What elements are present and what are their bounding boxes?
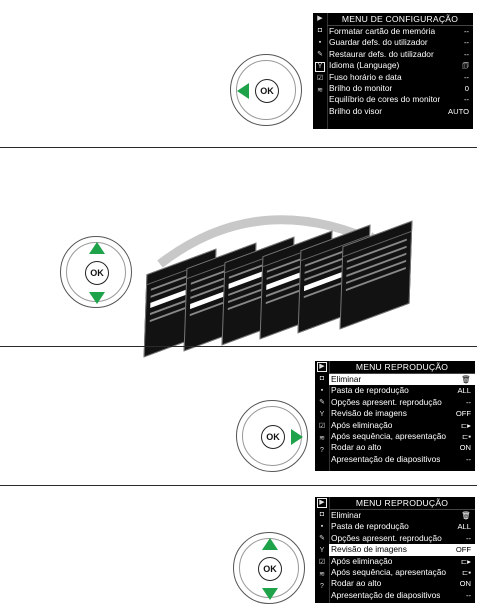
menu-row[interactable]: Após sequência, apresentação⊏▪	[331, 566, 471, 577]
camera-icon: ◘	[319, 375, 325, 383]
menu-row[interactable]: Equilíbrio de cores do monitor--	[329, 94, 469, 105]
retouch-icon: ☑	[318, 559, 326, 567]
recent-icon: ≋	[317, 87, 323, 95]
menu-title: MENU REPRODUÇÃO	[329, 497, 475, 510]
menu-row[interactable]: Após eliminação⊏▸	[331, 419, 471, 430]
menu-row[interactable]: Guardar defs. do utilizador--	[329, 37, 469, 48]
menu-row[interactable]: Restaurar defs. do utilizador--	[329, 48, 469, 59]
camera-screen-playback-menu: ▶ ◘ ▪ ✎ Y ☑ ≋ ? MENU REPRODUÇÃO Eliminar…	[315, 361, 475, 471]
arrow-up-icon	[262, 538, 278, 550]
pencil-icon: ✎	[317, 51, 323, 59]
menu-row[interactable]: Após eliminação⊏▸	[331, 555, 471, 566]
multi-selector-dial: OK	[230, 54, 302, 126]
dial-ring	[236, 60, 296, 120]
camera-screen-playback-menu-scrolled: ▶ ◘ ▪ ✎ Y ☑ ≋ ? MENU REPRODUÇÃO Eliminar…	[315, 497, 475, 603]
menu-row[interactable]: Apresentação de diapositivos--	[331, 589, 471, 600]
recent-icon: ≋	[319, 435, 325, 443]
menu-row[interactable]: Formatar cartão de memória--	[329, 26, 469, 36]
playback-icon: ▶	[317, 498, 327, 508]
wrench-icon: Y	[319, 411, 325, 419]
wrench-icon: Y	[315, 62, 325, 72]
menu-content: MENU REPRODUÇÃO Eliminar🗑 Pasta de repro…	[329, 497, 475, 603]
multi-selector-dial: OK	[236, 400, 308, 472]
wrench-icon: Y	[319, 547, 325, 555]
menu-row[interactable]: Apresentação de diapositivos--	[331, 453, 471, 464]
movie-icon: ▪	[320, 523, 324, 531]
menu-title: MENU REPRODUÇÃO	[329, 361, 475, 374]
arrow-down-icon	[262, 588, 278, 600]
arrow-down-icon	[89, 292, 105, 304]
menu-row[interactable]: Eliminar🗑	[331, 510, 471, 520]
arrow-left-icon	[237, 83, 249, 99]
section-divider	[0, 485, 477, 486]
playback-icon: ▶	[317, 15, 323, 23]
menu-content: MENU REPRODUÇÃO Eliminar🗑 Pasta de repro…	[329, 361, 475, 471]
menu-pages-stack	[143, 220, 435, 358]
help-icon: ?	[320, 447, 324, 455]
ok-button: OK	[258, 557, 282, 581]
menu-row[interactable]: Opções apresent. reprodução--	[331, 532, 471, 543]
help-icon: ?	[320, 583, 324, 591]
camera-icon: ◘	[317, 27, 323, 35]
menu-row[interactable]: Fuso horário e data--	[329, 71, 469, 82]
camera-screen-setup-menu: ▶ ◘ ▪ ✎ Y ☑ ≋ MENU DE CONFIGURAÇÃO Forma…	[313, 13, 473, 129]
menu-sidebar: ▶ ◘ ▪ ✎ Y ☑ ≋	[313, 13, 328, 129]
menu-row[interactable]: Idioma (Language)🗊	[329, 60, 469, 71]
arrow-up-icon	[89, 242, 105, 254]
menu-row-selected[interactable]: Eliminar🗑	[329, 374, 475, 386]
menu-row[interactable]: Após sequência, apresentação⊏▪	[331, 430, 471, 441]
menu-title: MENU DE CONFIGURAÇÃO	[327, 13, 473, 26]
menu-sidebar: ▶ ◘ ▪ ✎ Y ☑ ≋ ?	[315, 361, 330, 471]
recent-icon: ≋	[319, 571, 325, 579]
pencil-icon: ✎	[319, 535, 325, 543]
multi-selector-dial: OK	[60, 236, 132, 308]
movie-icon: ▪	[318, 39, 322, 47]
ok-button: OK	[261, 425, 285, 449]
menu-content: MENU DE CONFIGURAÇÃO Formatar cartão de …	[327, 13, 473, 129]
ok-button: OK	[85, 261, 109, 285]
retouch-icon: ☑	[316, 75, 324, 83]
multi-selector-dial: OK	[233, 532, 305, 604]
section-divider	[0, 147, 477, 148]
pencil-icon: ✎	[319, 399, 325, 407]
playback-icon: ▶	[317, 362, 327, 372]
movie-icon: ▪	[320, 387, 324, 395]
menu-sidebar: ▶ ◘ ▪ ✎ Y ☑ ≋ ?	[315, 497, 330, 603]
menu-row[interactable]: Opções apresent. reprodução--	[331, 396, 471, 407]
retouch-icon: ☑	[318, 423, 326, 431]
camera-icon: ◘	[319, 511, 325, 519]
arrow-right-icon	[291, 429, 303, 445]
ok-button: OK	[255, 79, 279, 103]
section-divider	[0, 346, 477, 347]
